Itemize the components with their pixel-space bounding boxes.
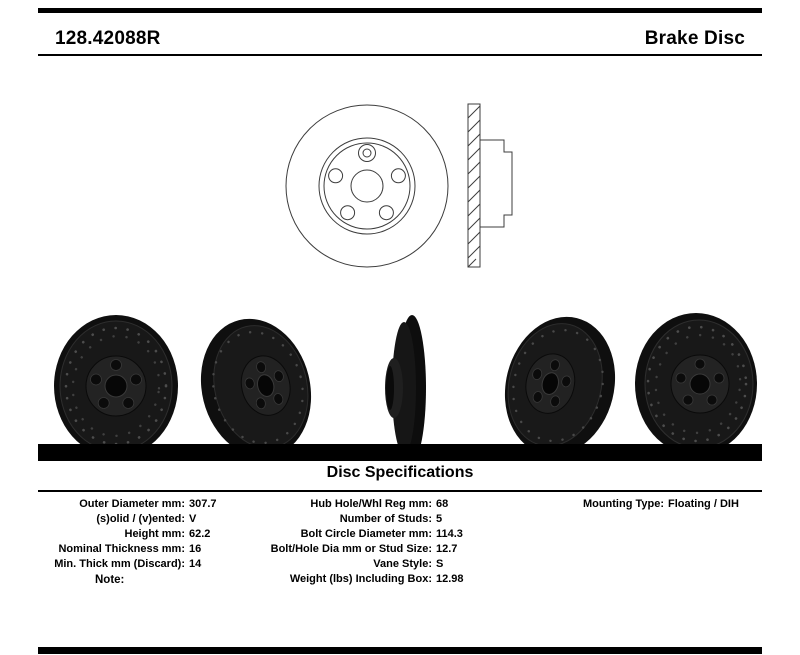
spec-value: 12.7 <box>436 543 458 555</box>
spec-label: Nominal Thickness mm: <box>58 543 185 555</box>
spec-row: Height mm: 62.2 <box>33 527 217 542</box>
spec-value: 62.2 <box>189 528 211 540</box>
spec-label: Vane Style: <box>373 558 432 570</box>
spec-column-right: Mounting Type: Floating / DIH <box>558 497 739 512</box>
disc-front-view-drawing <box>285 104 449 268</box>
spec-row: Bolt Circle Diameter mm: 114.3 <box>232 527 464 542</box>
spec-value: 114.3 <box>436 528 463 540</box>
spec-row: Nominal Thickness mm: 16 <box>33 542 217 557</box>
spec-label: Bolt/Hole Dia mm or Stud Size: <box>270 543 432 555</box>
disc-cross-section-drawing <box>467 103 513 268</box>
spec-row: (s)olid / (v)ented: V <box>33 512 217 527</box>
spec-row: Mounting Type: Floating / DIH <box>558 497 739 512</box>
product-photo-side <box>385 315 426 461</box>
spec-row: Vane Style: S <box>232 557 464 572</box>
product-photo-angled-right <box>504 316 616 456</box>
spec-label: Min. Thick mm (Discard): <box>54 558 185 570</box>
part-number: 128.42088R <box>55 28 161 49</box>
header-rule <box>38 54 762 56</box>
spec-value: 14 <box>189 558 202 570</box>
spec-value: V <box>189 513 197 525</box>
spec-column-left: Outer Diameter mm: 307.7 (s)olid / (v)en… <box>33 497 217 572</box>
specs-title: Disc Specifications <box>326 464 474 481</box>
spec-row: Outer Diameter mm: 307.7 <box>33 497 217 512</box>
spec-value: 307.7 <box>189 498 217 510</box>
spec-label: Hub Hole/Whl Reg mm: <box>310 498 432 510</box>
spec-value: 12.98 <box>436 573 464 585</box>
spec-row: Number of Studs: 5 <box>232 512 464 527</box>
product-photos <box>54 313 757 461</box>
spec-value: S <box>436 558 444 570</box>
product-photo-front-right <box>635 313 757 455</box>
product-type-title: Brake Disc <box>644 28 745 49</box>
spec-label: (s)olid / (v)ented: <box>96 513 185 525</box>
spec-row: Min. Thick mm (Discard): 14 <box>33 557 217 572</box>
specs-title-rule <box>38 490 762 492</box>
spec-value: 68 <box>436 498 449 510</box>
spec-row: Weight (lbs) Including Box: 12.98 <box>232 572 464 587</box>
note-label: Note: <box>95 574 125 586</box>
product-photo-front-left <box>54 315 178 457</box>
top-rule-bar <box>38 8 762 13</box>
spec-row: Hub Hole/Whl Reg mm: 68 <box>232 497 464 512</box>
technical-drawing <box>285 103 513 268</box>
product-photo-angled-left <box>200 318 312 458</box>
spec-row: Bolt/Hole Dia mm or Stud Size: 12.7 <box>232 542 464 557</box>
spec-label: Outer Diameter mm: <box>79 498 185 510</box>
specs-section-bar <box>38 444 762 461</box>
spec-label: Mounting Type: <box>582 498 664 510</box>
spec-label: Number of Studs: <box>339 513 432 525</box>
spec-value: 16 <box>189 543 202 555</box>
spec-value: Floating / DIH <box>668 498 739 510</box>
bottom-rule-bar <box>38 647 762 654</box>
spec-label: Bolt Circle Diameter mm: <box>300 528 432 540</box>
spec-label: Weight (lbs) Including Box: <box>289 573 432 585</box>
spec-label: Height mm: <box>124 528 186 540</box>
spec-column-middle: Hub Hole/Whl Reg mm: 68 Number of Studs:… <box>232 497 464 587</box>
spec-value: 5 <box>436 513 443 525</box>
